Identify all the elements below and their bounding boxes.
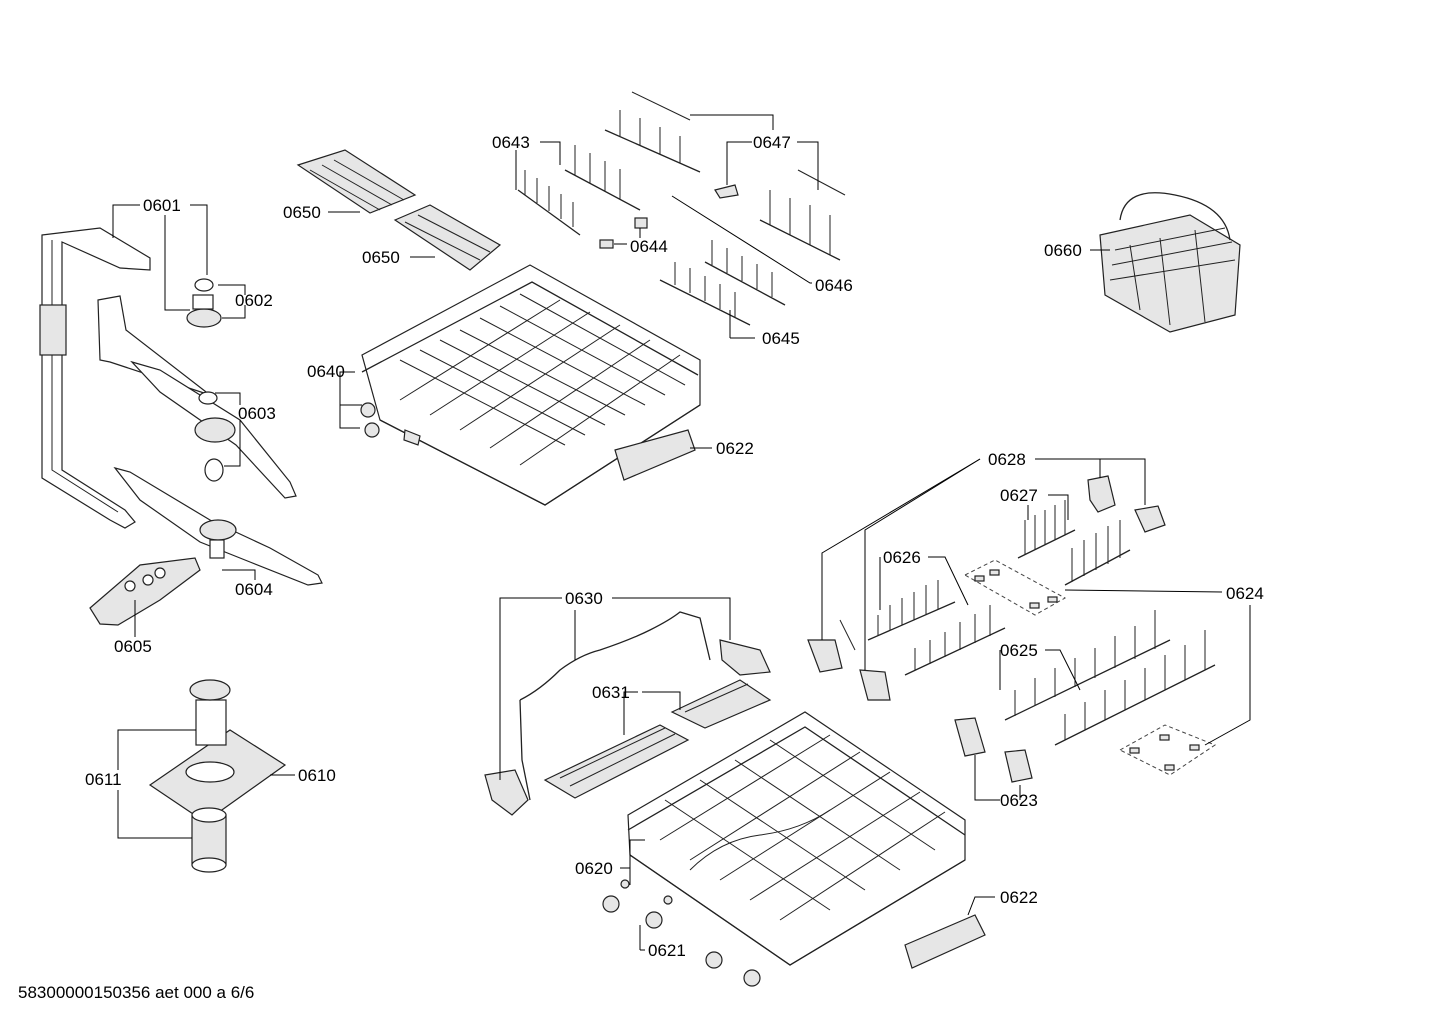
cup-rack-part-0643 bbox=[517, 145, 641, 236]
label-0644: 0644 bbox=[630, 237, 668, 256]
label-0601: 0601 bbox=[143, 196, 181, 215]
label-0622-lower: 0622 bbox=[1000, 888, 1038, 907]
tine-rack-part-0626 bbox=[839, 580, 1006, 676]
upper-spray-arm-part-0603 bbox=[97, 295, 297, 499]
leader-lines bbox=[112, 114, 1251, 951]
upper-basket-handle-part-0622 bbox=[614, 429, 696, 481]
cutlery-shelf-part-0650-a bbox=[296, 149, 417, 214]
cutlery-shelf-part-0650-b bbox=[393, 204, 502, 271]
drawing-reference-footer: 58300000150356 aet 000 a 6/6 bbox=[18, 983, 254, 1002]
tine-rack-part-0627 bbox=[1017, 500, 1131, 586]
label-0643: 0643 bbox=[492, 133, 530, 152]
cutlery-basket-part-0660 bbox=[1099, 192, 1241, 333]
label-0604: 0604 bbox=[235, 580, 273, 599]
wire-bracket-part-0630 bbox=[484, 611, 771, 816]
label-0602: 0602 bbox=[235, 291, 273, 310]
label-0647: 0647 bbox=[753, 133, 791, 152]
tine-holder-part-0623 bbox=[954, 717, 1033, 783]
label-0646: 0646 bbox=[815, 276, 853, 295]
label-0650-a: 0650 bbox=[283, 203, 321, 222]
rack-clip-part-0644 bbox=[599, 217, 648, 249]
cutlery-rack-part-0631 bbox=[543, 679, 772, 799]
lower-spray-arm-part-0604 bbox=[113, 466, 323, 586]
basket-wheels-part-0621 bbox=[602, 879, 761, 987]
label-0626: 0626 bbox=[883, 548, 921, 567]
label-0622-upper: 0622 bbox=[716, 439, 754, 458]
lower-basket-handle-part-0622 bbox=[904, 914, 986, 969]
micro-filter-part-0611 bbox=[191, 807, 227, 873]
label-0645: 0645 bbox=[762, 329, 800, 348]
filter-cover-part-0605 bbox=[89, 557, 201, 626]
label-0627: 0627 bbox=[1000, 486, 1038, 505]
label-0625: 0625 bbox=[1000, 641, 1038, 660]
label-0631: 0631 bbox=[592, 683, 630, 702]
label-0640: 0640 bbox=[307, 362, 345, 381]
filter-assembly-part-0610 bbox=[148, 679, 287, 823]
label-0628: 0628 bbox=[988, 450, 1026, 469]
fold-down-rack-part-0645 bbox=[659, 240, 786, 326]
fold-down-rack-part-0646 bbox=[604, 91, 701, 173]
label-0630: 0630 bbox=[565, 589, 603, 608]
fold-down-rack-part-0647 bbox=[714, 169, 846, 261]
label-0660: 0660 bbox=[1044, 241, 1082, 260]
lower-basket-part-0620 bbox=[627, 711, 966, 966]
label-0621: 0621 bbox=[648, 941, 686, 960]
label-0605: 0605 bbox=[114, 637, 152, 656]
label-0620: 0620 bbox=[575, 859, 613, 878]
clip-set-part-0624 bbox=[963, 559, 1217, 776]
spray-arm-supply-pipe bbox=[39, 227, 151, 529]
upper-basket-part-0640 bbox=[360, 264, 701, 506]
tine-rack-part-0625 bbox=[1004, 610, 1216, 746]
label-0611: 0611 bbox=[85, 770, 122, 789]
label-0623: 0623 bbox=[1000, 791, 1038, 810]
tine-holder-part-0628 bbox=[807, 475, 1166, 701]
spray-arm-hub-part-0602 bbox=[186, 278, 222, 328]
part-labels: 0601 0602 0603 0604 0605 0610 0611 0650 … bbox=[85, 133, 1264, 960]
label-0603: 0603 bbox=[238, 404, 276, 423]
label-0650-b: 0650 bbox=[362, 248, 400, 267]
label-0624: 0624 bbox=[1226, 584, 1264, 603]
label-0610: 0610 bbox=[298, 766, 336, 785]
